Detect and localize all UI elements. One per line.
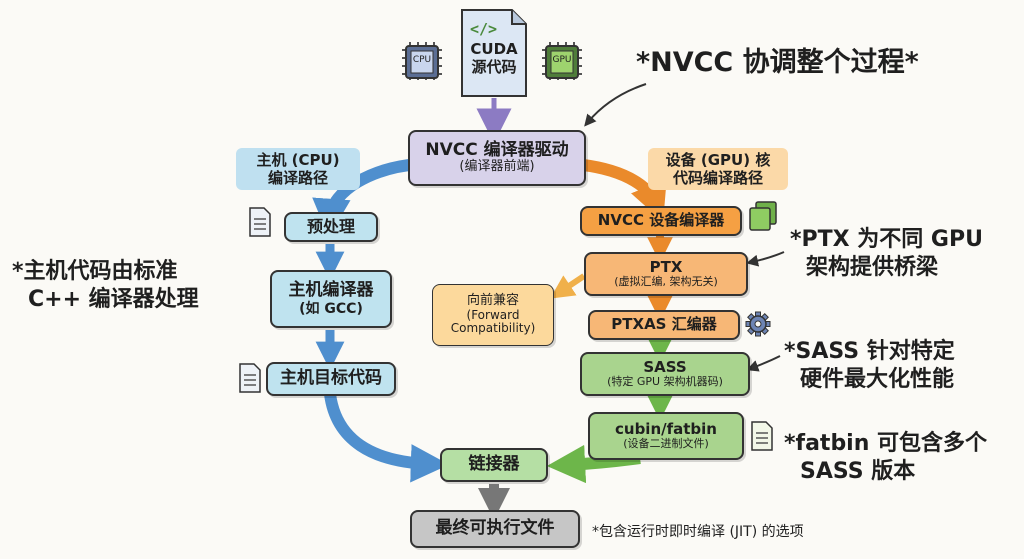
stacked-pages-icon: [749, 201, 777, 231]
device-compiler-title: NVCC 设备编译器: [597, 211, 725, 230]
nvcc-driver-sub: (编译器前端): [459, 159, 535, 175]
device-path-line2: 代码编译路径: [672, 169, 763, 187]
device-compiler-box: NVCC 设备编译器: [580, 206, 742, 236]
forward-line1: 向前兼容: [466, 292, 519, 308]
nvcc-driver-box: NVCC 编译器驱动 (编译器前端): [408, 130, 586, 186]
ptxas-title: PTXAS 汇编器: [611, 315, 717, 334]
arrow-sass-note: [746, 355, 781, 372]
note-host-line2: C++ 编译器处理: [28, 286, 199, 312]
sass-sub: (特定 GPU 架构机器码): [607, 375, 723, 389]
cubin-title: cubin/fatbin: [615, 420, 717, 439]
host-path-label: 主机 (CPU) 编译路径: [236, 148, 360, 190]
note-host: *主机代码由标准 C++ 编译器处理: [12, 258, 199, 313]
forward-line3: Compatibility): [450, 321, 536, 336]
note-host-line1: *主机代码由标准: [12, 259, 178, 284]
note-final: *包含运行时即时编译 (JIT) 的选项: [592, 524, 804, 540]
source-label-line1: CUDA: [470, 40, 518, 58]
host-compiler-sub: (如 GCC): [299, 300, 363, 317]
document-icon: [249, 207, 271, 237]
source-code-label: CUDA 源代码: [462, 40, 526, 76]
gpu-chip-icon: [542, 42, 582, 80]
arrow-device-path: [573, 158, 667, 222]
final-executable-title: 最终可执行文件: [435, 518, 555, 539]
linker-box: 链接器: [440, 448, 548, 482]
arrow-object-to-linker: [324, 393, 450, 483]
source-label-line2: 源代码: [471, 58, 517, 76]
note-fatbin-line2: SASS 版本: [800, 458, 916, 484]
note-ptx-line2: 架构提供桥梁: [806, 254, 939, 280]
device-path-line1: 设备 (GPU) 核: [665, 151, 771, 169]
sass-title: SASS: [643, 358, 687, 377]
forward-compat-box: 向前兼容 (Forward Compatibility): [432, 284, 554, 346]
device-path-label: 设备 (GPU) 核 代码编译路径: [648, 148, 788, 190]
host-compiler-title: 主机编译器: [288, 280, 374, 301]
preprocess-box: 预处理: [284, 212, 378, 242]
gear-icon: [745, 311, 771, 337]
host-object-box: 主机目标代码: [266, 362, 396, 396]
cubin-sub: (设备二进制文件): [623, 437, 709, 451]
final-executable-box: 最终可执行文件: [410, 510, 580, 548]
note-ptx: *PTX 为不同 GPU 架构提供桥梁: [790, 226, 983, 281]
svg-text:</>: </>: [470, 20, 497, 38]
ptx-sub: (虚拟汇编, 架构无关): [614, 275, 718, 289]
note-fatbin-line1: *fatbin 可包含多个: [784, 431, 988, 456]
sass-box: SASS (特定 GPU 架构机器码): [580, 352, 750, 396]
ptx-title: PTX: [649, 258, 683, 277]
arrow-ptx-note: [746, 251, 785, 267]
note-sass: *SASS 针对特定 硬件最大化性能: [784, 338, 955, 393]
arrow-ptx-to-forward: [550, 273, 586, 299]
note-sass-line1: *SASS 针对特定: [784, 339, 955, 364]
note-nvcc: *NVCC 协调整个过程*: [636, 47, 919, 78]
linker-title: 链接器: [468, 454, 520, 475]
ptx-box: PTX (虚拟汇编, 架构无关): [584, 252, 748, 296]
note-fatbin: *fatbin 可包含多个 SASS 版本: [784, 430, 987, 485]
gpu-chip-label: GPU: [552, 55, 572, 65]
host-object-title: 主机目标代码: [280, 368, 382, 389]
note-ptx-line1: *PTX 为不同 GPU: [790, 227, 983, 252]
host-compiler-box: 主机编译器 (如 GCC): [270, 270, 392, 328]
document-icon: [239, 363, 261, 393]
host-path-line2: 编译路径: [267, 169, 328, 187]
host-path-line1: 主机 (CPU): [256, 151, 340, 169]
ptxas-box: PTXAS 汇编器: [588, 310, 740, 340]
note-sass-line2: 硬件最大化性能: [800, 366, 955, 392]
preprocess-title: 预处理: [306, 216, 355, 236]
arrow-nvcc-note: [584, 83, 647, 127]
nvcc-driver-title: NVCC 编译器驱动: [425, 139, 569, 160]
cpu-chip-icon: [402, 42, 442, 80]
forward-line2: (Forward: [466, 307, 520, 322]
cpu-chip-label: CPU: [412, 55, 432, 65]
code-file-icon: </>: [461, 9, 527, 97]
document-icon: [751, 421, 773, 451]
cubin-box: cubin/fatbin (设备二进制文件): [588, 412, 744, 460]
